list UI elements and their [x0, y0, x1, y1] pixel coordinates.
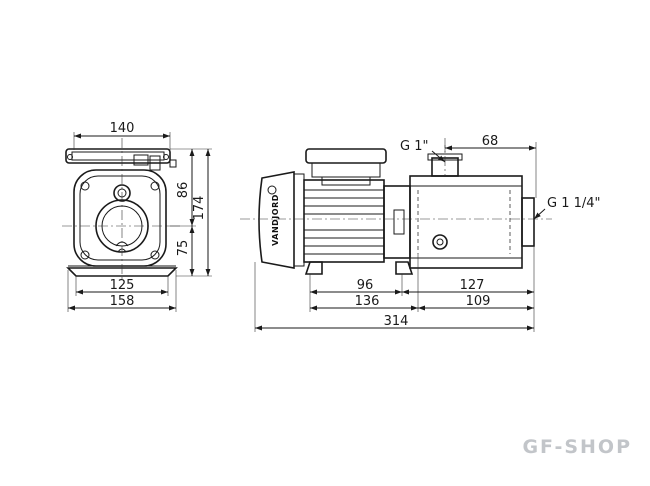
- dim-125: 125: [110, 278, 135, 293]
- side-view: [240, 138, 552, 275]
- brand-emblem-icon: [267, 185, 277, 195]
- dim-127: 127: [460, 278, 485, 293]
- watermark: GF-SHOP: [522, 436, 632, 458]
- front-view-dimensions: 140 86 75 174 125 158: [67, 121, 212, 312]
- front-view: [62, 138, 182, 280]
- dim-136: 136: [355, 294, 380, 309]
- dim-109: 109: [466, 294, 491, 309]
- dim-96: 96: [357, 278, 374, 293]
- brand-logo: VANDJORD: [271, 194, 280, 246]
- label-thread-inlet: G 1": [400, 139, 428, 154]
- dim-158: 158: [110, 294, 135, 309]
- dim-68: 68: [482, 134, 499, 149]
- dim-174: 174: [192, 196, 207, 221]
- dim-75: 75: [176, 240, 191, 257]
- side-view-dimensions: G 1" 68 G 1 1/4" 96 127 136 109 314: [254, 134, 601, 332]
- dim-86: 86: [176, 182, 191, 199]
- label-thread-outlet: G 1 1/4": [547, 196, 601, 211]
- dim-140: 140: [110, 121, 135, 136]
- motor-fins: [304, 189, 384, 255]
- dim-314: 314: [384, 314, 409, 329]
